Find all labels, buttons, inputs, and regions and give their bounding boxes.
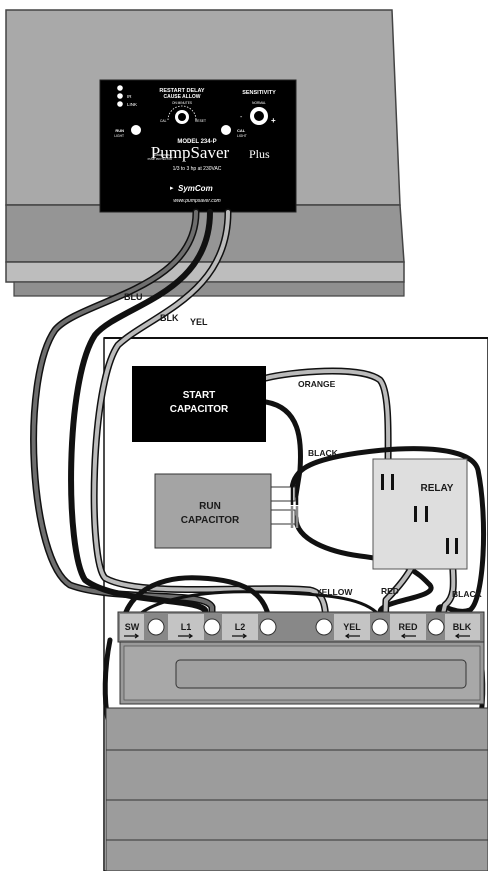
brand-name: PumpSaver bbox=[151, 143, 230, 162]
brand-small-text: SUBMERSIBLE bbox=[154, 153, 173, 157]
restart-delay-title: RESTART DELAY bbox=[159, 88, 205, 94]
start-capacitor-label: CAPACITOR bbox=[170, 404, 229, 415]
maker-name: SymCom bbox=[178, 184, 213, 193]
base-block bbox=[119, 641, 485, 705]
arrow-right-icon bbox=[232, 633, 248, 639]
reset-position-label: RESET bbox=[195, 119, 206, 123]
arrow-left-icon bbox=[344, 633, 360, 639]
restart-delay-subtitle: CAUSE ALLOW bbox=[163, 94, 200, 100]
start-capacitor-label: START bbox=[183, 390, 216, 401]
wire-label-black-right: BLACK bbox=[452, 589, 483, 599]
arrow-right-icon bbox=[124, 633, 140, 639]
sensitivity-title: SENSITIVITY bbox=[242, 90, 276, 96]
lower-housing bbox=[105, 707, 488, 871]
relay-terminal bbox=[446, 538, 449, 554]
run-capacitor-label: CAPACITOR bbox=[181, 515, 240, 526]
wire-label-orange: ORANGE bbox=[298, 379, 336, 389]
terminal-strip: SW L1 L2 YEL RED BLK bbox=[117, 611, 485, 643]
ir-indicator-label: IR bbox=[127, 94, 132, 99]
website: www.pumpsaver.com bbox=[173, 198, 220, 204]
terminal-screw bbox=[427, 618, 445, 636]
relay-label: RELAY bbox=[421, 483, 454, 494]
terminal-screw bbox=[315, 618, 333, 636]
terminal-label-l2: L2 bbox=[235, 622, 246, 632]
brand-plus: Plus bbox=[249, 147, 270, 161]
wire-label-black: BLACK bbox=[308, 448, 339, 458]
sensitivity-minus: - bbox=[240, 114, 243, 121]
terminal-screw bbox=[259, 618, 277, 636]
relay-terminal bbox=[425, 506, 428, 522]
restart-delay-scale-arc bbox=[167, 105, 197, 121]
relay: RELAY bbox=[372, 458, 468, 570]
ir-indicator-led bbox=[117, 93, 123, 99]
wire-label-yel: YEL bbox=[190, 317, 208, 327]
cal-position-label: CAL bbox=[160, 119, 167, 123]
sensitivity-plus: + bbox=[271, 116, 276, 125]
relay-terminal bbox=[381, 474, 384, 490]
run-capacitor-label: RUN bbox=[199, 501, 221, 512]
link-indicator-led bbox=[117, 101, 123, 107]
run-capacitor-terminal bbox=[270, 486, 296, 502]
brand-small-text: PUMP PROTECTOR bbox=[148, 157, 173, 161]
terminal-label-l1: L1 bbox=[181, 622, 192, 632]
cal-light-label: LIGHT bbox=[237, 134, 247, 138]
cal-light-label: CAL bbox=[237, 128, 246, 133]
symcom-logo-icon: ▸ bbox=[170, 185, 174, 192]
controller-front-panel: IR LINK RESTART DELAY CAUSE ALLOW ON MIN… bbox=[99, 79, 297, 213]
run-light bbox=[131, 125, 141, 135]
wire-label-yellow: YELLOW bbox=[316, 587, 353, 597]
terminal-label-blk: BLK bbox=[453, 622, 472, 632]
terminal-screw bbox=[147, 618, 165, 636]
terminal-label-red: RED bbox=[398, 622, 418, 632]
wire-label-blu: BLU bbox=[124, 292, 143, 302]
arrow-left-icon bbox=[400, 633, 416, 639]
arrow-left-icon bbox=[454, 633, 470, 639]
run-light-label: LIGHT bbox=[114, 134, 124, 138]
terminal-label-sw: SW bbox=[125, 622, 140, 632]
cal-light bbox=[221, 125, 231, 135]
terminal-screw bbox=[371, 618, 389, 636]
run-capacitor: RUN CAPACITOR bbox=[154, 473, 296, 549]
run-light-label: RUN bbox=[115, 128, 124, 133]
start-capacitor: START CAPACITOR bbox=[132, 366, 266, 442]
wire-label-red: RED bbox=[381, 586, 399, 596]
terminal-screw bbox=[203, 618, 221, 636]
arrow-right-icon bbox=[178, 633, 194, 639]
wires bbox=[30, 208, 487, 723]
model-number: MODEL 234-P bbox=[177, 139, 216, 145]
relay-terminal bbox=[391, 474, 394, 490]
hp-rating: 1/3 to 3 hp at 230VAC bbox=[173, 166, 222, 172]
wire-black-relay bbox=[289, 446, 487, 630]
run-capacitor-terminal bbox=[270, 509, 296, 525]
sensitivity-scale: NORMAL bbox=[252, 101, 266, 105]
relay-terminal bbox=[455, 538, 458, 554]
restart-delay-scale: ON MINUTES bbox=[172, 101, 192, 105]
link-indicator-label: LINK bbox=[127, 102, 137, 107]
terminal-label-yel: YEL bbox=[343, 622, 361, 632]
ir-indicator-led bbox=[117, 85, 123, 91]
relay-terminal bbox=[414, 506, 417, 522]
wire-label-blk: BLK bbox=[160, 313, 179, 323]
